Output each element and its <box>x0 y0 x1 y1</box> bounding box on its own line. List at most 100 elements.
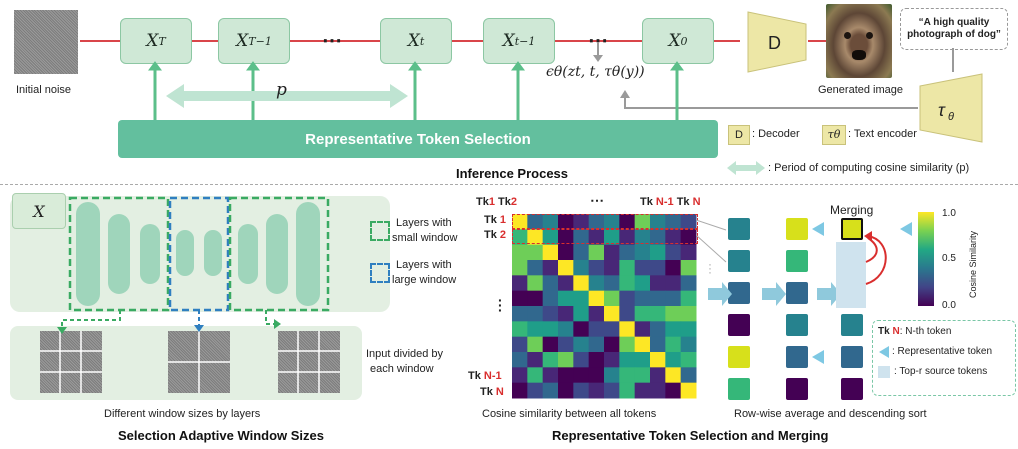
heatmap-cell <box>573 214 590 230</box>
heatmap-cell <box>527 336 544 353</box>
heatmap-cell <box>542 229 559 246</box>
heatmap-cell <box>558 352 574 368</box>
heatmap-cell <box>680 321 697 338</box>
heatmap-cell <box>527 382 544 399</box>
legend-period-text: : Period of computing cosine similarity … <box>768 162 970 174</box>
epsilon-expression: ϵθ(zt, t, τθ(y)) <box>546 64 645 80</box>
heatmap-cell <box>588 321 605 338</box>
merge-arrow-path-2 <box>865 237 878 263</box>
heatmap-cell <box>527 229 544 246</box>
heatmap-cell <box>588 214 605 230</box>
layer-block-5 <box>204 230 222 276</box>
input-note-line2: each window <box>370 363 434 375</box>
section-divider <box>0 184 1018 185</box>
text-encoder-shape: τ θ <box>919 73 983 143</box>
col-nn1: N-1 <box>655 196 674 208</box>
heatmap-cell <box>604 352 620 368</box>
connector-left <box>61 310 121 328</box>
heatmap-cell <box>573 290 590 307</box>
layer-block-6 <box>238 224 258 284</box>
text-encoder-subscript: θ <box>948 111 954 123</box>
matrix-col-labels-end: Tk N-1 Tk N <box>640 196 701 208</box>
node-x-t-sub: t <box>419 34 425 48</box>
heatmap-cell <box>573 382 590 399</box>
col2-token-1 <box>786 218 808 240</box>
flow-arrow-3 <box>817 282 840 306</box>
heatmap-cell <box>619 336 636 353</box>
legend-period-arrow <box>727 161 765 175</box>
window-caption: Different window sizes by layers <box>104 408 261 420</box>
heatmap-cell <box>665 260 682 276</box>
heatmap-cell <box>680 352 697 368</box>
green-arrowhead-1 <box>148 61 162 71</box>
layer-block-3 <box>140 224 160 284</box>
heatmap-cell <box>634 321 651 338</box>
heatmap-cell <box>558 260 574 276</box>
heatmap-cell <box>542 290 559 307</box>
col-tk1: Tk <box>476 196 489 208</box>
heatmap-cell <box>634 336 651 353</box>
heatmap-cell <box>542 214 559 230</box>
heatmap-cell <box>588 290 605 307</box>
heatmap-cell <box>527 214 544 230</box>
grid-small-window-right <box>278 331 340 393</box>
green-arrowhead-2 <box>246 61 260 71</box>
heatmap-cell <box>634 290 651 307</box>
token-selection-bar: Representative Token Selection <box>118 120 718 158</box>
heatmap-cell <box>650 336 666 353</box>
col1-token-2 <box>728 250 750 272</box>
dog-nose <box>852 50 866 60</box>
legend-rep-triangle <box>879 346 889 358</box>
generated-dog-image <box>826 4 892 78</box>
legend-tk: Tk <box>878 326 890 337</box>
matrix-to-column-lines <box>696 219 727 263</box>
heatmap-cell <box>650 382 666 399</box>
heatmap-cell <box>650 244 666 261</box>
heatmap-cell <box>558 244 574 261</box>
legend-period-head-right <box>756 161 765 175</box>
heatmap-cell <box>634 260 651 276</box>
col3-token-1 <box>841 218 863 240</box>
rep-marker-col3 <box>900 222 912 236</box>
heatmap-cell <box>588 244 605 261</box>
heatmap-cell <box>527 352 544 368</box>
initial-noise-image <box>14 10 78 74</box>
col3-token-4 <box>841 314 863 336</box>
legend-encoder-text: : Text encoder <box>848 128 917 140</box>
similarity-matrix <box>512 214 697 399</box>
decoder-to-image-line <box>808 40 826 42</box>
heatmap-cell <box>619 229 636 246</box>
heatmap-cell <box>619 244 636 261</box>
highlight-row-1 <box>512 214 698 229</box>
prompt-text: “A high quality photograph of dog” <box>907 17 1001 40</box>
legend-encoder-box: τθ <box>822 125 846 145</box>
legend-decoder-text: : Decoder <box>752 128 800 140</box>
heatmap-cell <box>512 367 528 384</box>
token-selection-label: Representative Token Selection <box>305 130 531 148</box>
heatmap-cell <box>604 229 620 246</box>
heatmap-cell <box>573 367 590 384</box>
col1-token-5 <box>728 346 750 368</box>
heatmap-cell <box>634 352 651 368</box>
heatmap-cell <box>665 382 682 399</box>
heatmap-cell <box>604 290 620 307</box>
heatmap-cell <box>558 382 574 399</box>
heatmap-cell <box>558 275 574 292</box>
heatmap-cell <box>634 214 651 230</box>
col1-token-3 <box>728 282 750 304</box>
period-arrowhead-right <box>390 84 408 108</box>
heatmap-cell <box>542 382 559 399</box>
rep-marker-col2 <box>812 222 824 236</box>
heatmap-cell <box>650 260 666 276</box>
heatmap-cell <box>512 382 528 399</box>
heatmap-cell <box>665 352 682 368</box>
heatmap-cell <box>542 321 559 338</box>
heatmap-cell <box>512 275 528 292</box>
legend-topr-swatch <box>878 366 890 378</box>
heatmap-cell <box>558 214 574 230</box>
col1-token-1 <box>728 218 750 240</box>
legend-small-window-line1: Layers with <box>396 217 452 229</box>
